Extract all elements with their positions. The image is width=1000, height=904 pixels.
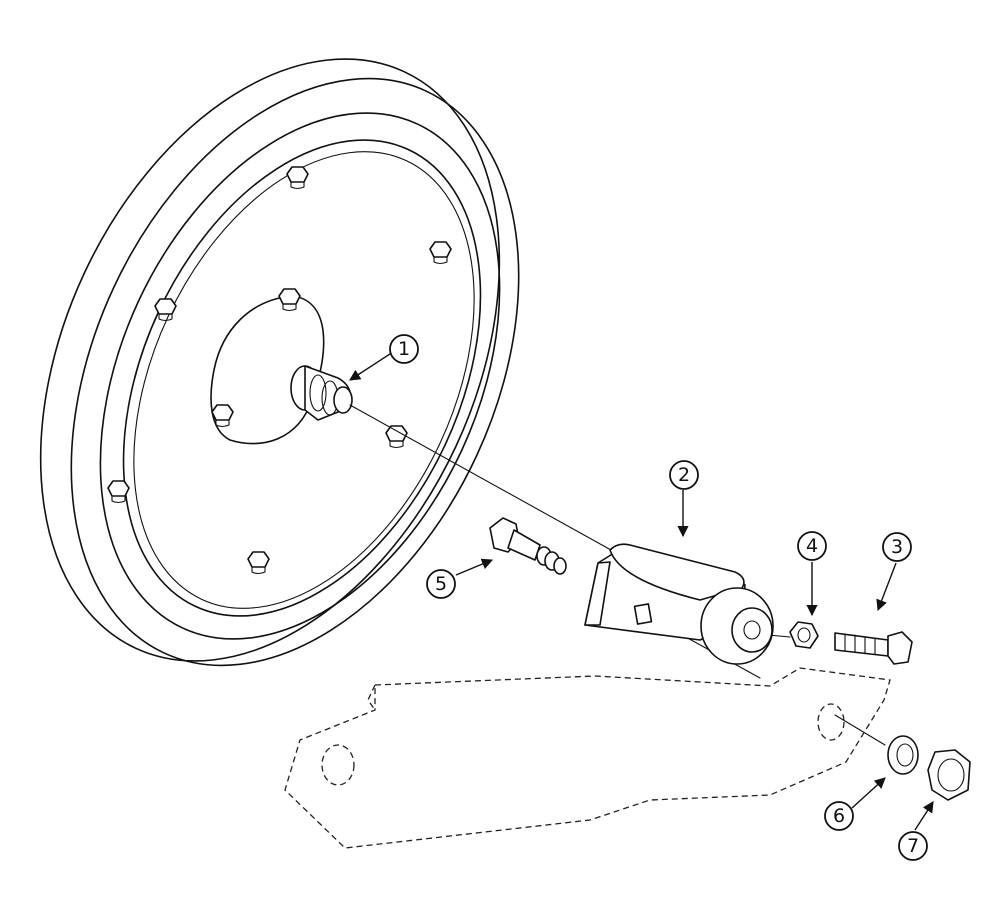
callout-3-label: 3 [891, 536, 903, 558]
callout-1-label: 1 [398, 338, 410, 360]
axle-spindle [290, 365, 353, 421]
adjusting-bolt [834, 631, 913, 665]
lock-washer [887, 735, 919, 775]
callout-5-label: 5 [435, 573, 447, 595]
callout-3: 3 [882, 532, 912, 562]
callout-1: 1 [389, 334, 419, 364]
callout-6: 6 [824, 801, 854, 831]
hex-nut-small [789, 621, 819, 649]
callout-4-label: 4 [806, 535, 818, 557]
callout-7-label: 7 [907, 835, 919, 857]
callout-5: 5 [426, 569, 456, 599]
wheel-lug-bolts [107, 166, 452, 575]
callout-2-label: 2 [678, 464, 690, 486]
callout-2: 2 [669, 460, 699, 490]
shoulder-bolt [489, 517, 567, 575]
callout-arrows [349, 351, 934, 831]
callout-7: 7 [898, 831, 928, 861]
gauge-wheel-arm [284, 667, 891, 849]
lock-nut [927, 749, 971, 801]
callout-4: 4 [797, 531, 827, 561]
callout-6-label: 6 [833, 805, 845, 827]
mounting-bracket [584, 543, 774, 665]
